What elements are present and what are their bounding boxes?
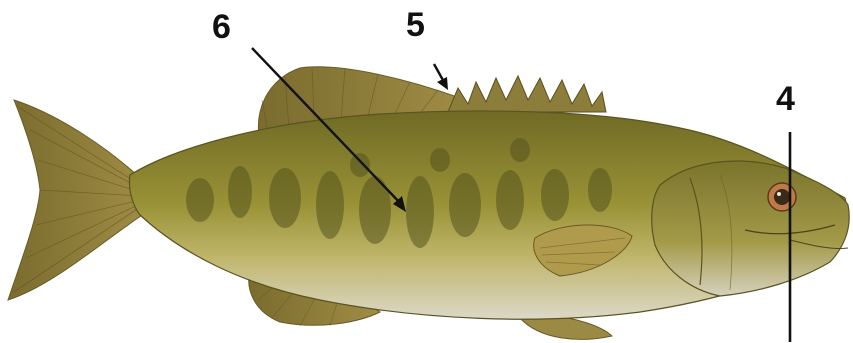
label-6: 6 (212, 10, 231, 44)
tail-fin (8, 100, 150, 300)
spiny-dorsal-fin (448, 76, 606, 112)
fish-eye (768, 183, 796, 211)
label-4: 4 (776, 82, 795, 116)
label-5: 5 (406, 8, 425, 42)
pointer-line-5 (434, 64, 448, 90)
fish-head (652, 161, 849, 296)
